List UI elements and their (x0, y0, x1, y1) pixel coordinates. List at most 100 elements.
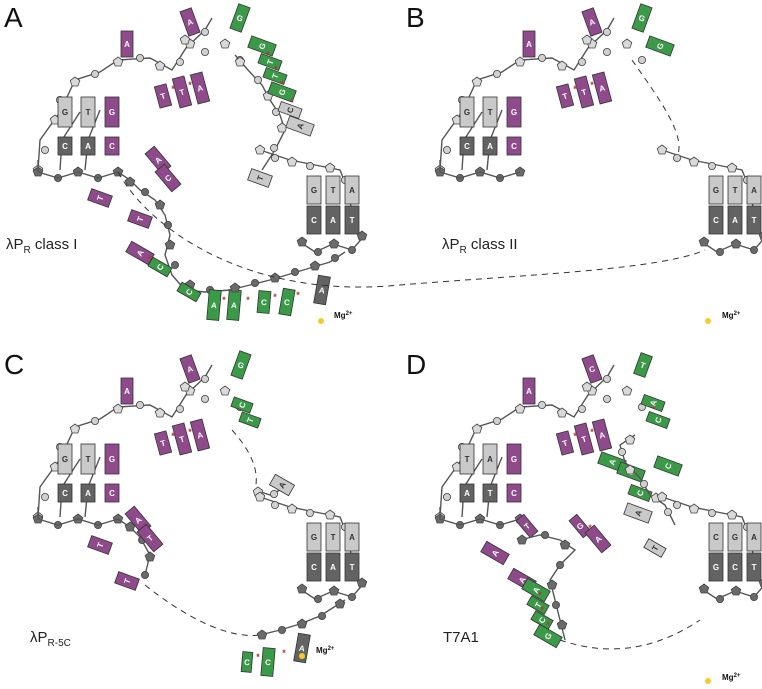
backbone (439, 507, 521, 526)
nucleobase: A (325, 552, 341, 582)
base-block (727, 175, 743, 205)
nucleobase: A (226, 289, 242, 321)
base-block (344, 205, 360, 235)
sugar-ring (69, 423, 81, 434)
base-letter: G (311, 186, 317, 195)
base-block (230, 350, 252, 380)
stacking-asterisk: * (266, 50, 270, 60)
phosphate (313, 247, 322, 256)
base-block (256, 290, 272, 314)
base-block (325, 552, 341, 582)
sugar-ring (698, 583, 710, 594)
phosphate (716, 247, 725, 256)
nucleobase: A (480, 540, 510, 566)
nucleobase: T (555, 83, 575, 109)
base-block (247, 168, 273, 188)
sugar-ring (471, 423, 483, 434)
nucleobase: C (708, 205, 724, 235)
sugar-ring (154, 407, 166, 418)
base-letter: C (184, 287, 195, 297)
nucleobase: T (153, 83, 173, 109)
nucleobase: T (247, 168, 273, 188)
sugar-ring (164, 239, 176, 250)
nucleobase: C (277, 101, 303, 119)
base-letter: A (464, 489, 470, 498)
sugar-ring (286, 503, 298, 514)
phosphate (541, 531, 550, 540)
base-block (344, 552, 360, 582)
base-letter: G (62, 108, 68, 117)
base-letter: A (598, 430, 606, 440)
sugar-ring (219, 385, 231, 396)
stacking-asterisk: * (652, 404, 656, 414)
sugar-ring (154, 199, 166, 210)
nucleobase: G (306, 522, 322, 552)
phosphate (305, 508, 314, 517)
sugar-ring (730, 585, 742, 596)
base-block (533, 623, 563, 649)
base-letter: G (311, 533, 317, 542)
base-block (526, 595, 550, 615)
phosphate (556, 561, 565, 570)
base-block (506, 136, 522, 156)
phosphate (708, 161, 717, 170)
base-block (240, 651, 254, 673)
base-block (176, 281, 202, 303)
phosphate (638, 56, 647, 65)
nucleobase: A (482, 443, 498, 475)
phosphate (91, 70, 100, 79)
phosphate (603, 374, 612, 383)
nucleobase: A (727, 205, 743, 235)
base-block (268, 473, 296, 497)
base-letter: T (270, 72, 280, 80)
nucleobase: G (104, 443, 120, 475)
sugar-ring (656, 144, 668, 155)
nucleobase: G (306, 175, 322, 205)
base-letter: G (575, 521, 586, 532)
base-block (482, 443, 498, 475)
base-letter: T (752, 216, 757, 225)
phosphate (578, 404, 587, 413)
sugar-ring (254, 491, 266, 502)
base-letter: C (588, 364, 597, 375)
stacking-asterisk: * (274, 64, 278, 74)
sugar-ring (726, 509, 738, 520)
nucleobase: T (153, 430, 173, 456)
sugar-ring (179, 381, 191, 392)
base-letter: T (86, 455, 91, 464)
base-block (293, 632, 311, 664)
base-block (522, 30, 536, 58)
base-block (104, 483, 120, 503)
base-letter: A (526, 387, 532, 396)
base-letter: A (211, 301, 218, 310)
phosphate (603, 48, 612, 57)
base-block (267, 81, 297, 103)
phosphate (200, 374, 209, 383)
nucleobase: G (230, 350, 252, 380)
base-block (581, 7, 603, 37)
base-letter: G (109, 455, 115, 464)
stacking-asterisk: * (590, 80, 594, 90)
base-letter: C (261, 298, 268, 307)
base-letter: C (537, 615, 548, 625)
backbone (37, 160, 119, 179)
base-block (643, 538, 667, 558)
nucleobase: T (482, 483, 498, 503)
nucleobase: G (459, 96, 475, 128)
sugar-ring (356, 230, 368, 241)
magnesium-ion-a (318, 318, 324, 324)
base-letter: C (237, 401, 248, 410)
nucleobase: A (584, 524, 612, 554)
base-block (278, 287, 296, 317)
phosphate (750, 593, 759, 602)
sugar-ring (730, 238, 742, 249)
nucleobase: C (306, 205, 322, 235)
base-block (57, 136, 73, 156)
base-block (262, 67, 288, 85)
sugar-ring (514, 166, 526, 177)
base-block (87, 188, 113, 208)
sugar-ring (69, 76, 81, 87)
nucleobase: C (260, 647, 276, 677)
sugar-ring (256, 629, 268, 640)
